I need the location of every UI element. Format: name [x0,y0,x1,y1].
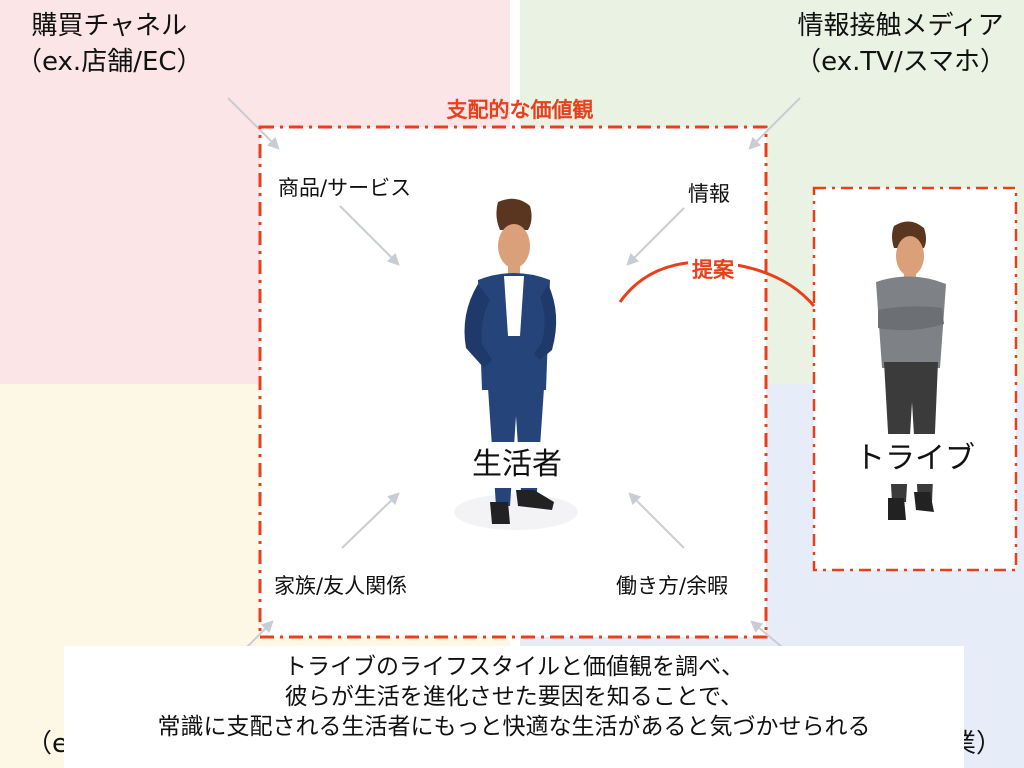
product-service-label: 商品/サービス [278,176,412,200]
arrow-icon [748,97,801,150]
arrow-icon [341,492,400,549]
summary-line-1: トライブのライフスタイルと価値観を調べ、 [284,654,744,680]
tribe-border [812,186,1018,572]
information-label: 情報 [688,182,730,206]
consumer-label: 生活者 [454,442,580,488]
media-example: （ex.TV/スマホ） [795,47,1006,77]
media-title: 情報接触メディア [797,11,1004,41]
work-leisure-label: 働き方/余暇 [616,574,729,598]
tribe-label: トライブ [826,434,1004,484]
arrow-icon [626,207,685,266]
arrow-icon [628,492,685,549]
arrow-icon [227,97,280,150]
bottom-left-label-fragment: （e [26,729,68,759]
arrow-icon [339,205,400,266]
summary-text: トライブのライフスタイルと価値観を調べ、 彼らが生活を進化させた要因を知ることで… [64,646,964,768]
purchase-channel-example: （ex.店舗/EC） [16,47,203,77]
summary-line-2: 彼らが生活を進化させた要因を知ることで、 [284,684,744,710]
media-label: 情報接触メディア （ex.TV/スマホ） [795,8,1006,80]
dominant-values-title: 支配的な価値観 [446,98,594,122]
summary-line-3: 常識に支配される生活者にもっと快適な生活があると気づかせられる [157,714,871,740]
purchase-channel-label: 購買チャネル （ex.店舗/EC） [16,8,203,80]
family-friends-label: 家族/友人関係 [274,574,408,598]
dominant-values-border [258,125,768,639]
proposal-label: 提案 [688,254,738,284]
purchase-channel-title: 購買チャネル [31,11,188,41]
